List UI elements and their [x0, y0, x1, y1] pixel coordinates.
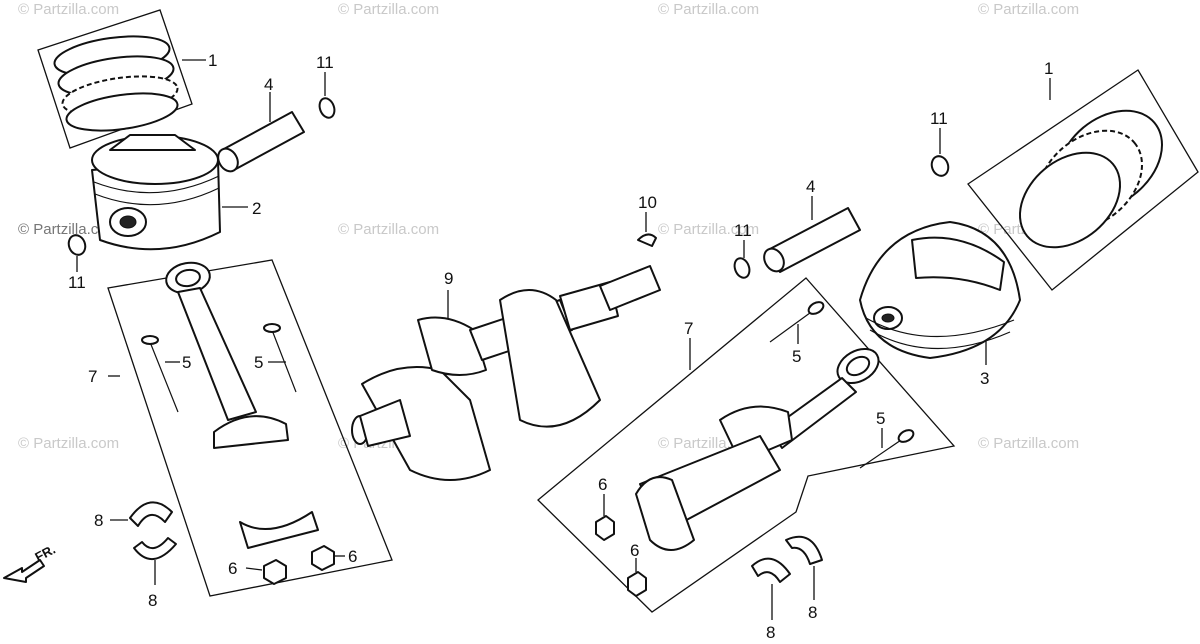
- rod-bolt-right-b[interactable]: [859, 428, 915, 469]
- callout-pin-right: 4: [806, 177, 815, 196]
- piston-ring-set-left[interactable]: [37, 9, 206, 149]
- bearing-left-b[interactable]: [133, 537, 177, 585]
- circlip-right-mid[interactable]: [732, 240, 752, 280]
- watermark: © Partzilla.com: [338, 221, 439, 238]
- piston-pin-right[interactable]: [760, 196, 861, 275]
- rod-nut-right-b[interactable]: [627, 558, 647, 597]
- watermark: © Partzilla.com: [658, 221, 759, 238]
- callout-clip-left-top: 11: [316, 53, 334, 72]
- rod-bolt-left-a[interactable]: [141, 335, 180, 413]
- callout-piston-right: 3: [980, 369, 989, 388]
- callout-clip-right-mid: 11: [734, 221, 752, 240]
- watermark: © Partzilla.com: [18, 435, 119, 452]
- callout-bearing-right-b: 8: [808, 603, 817, 622]
- callout-crankshaft: 9: [444, 269, 453, 288]
- circlip-left-top[interactable]: [317, 72, 337, 120]
- connecting-rod-right[interactable]: [537, 277, 956, 613]
- crankshaft[interactable]: [351, 265, 661, 481]
- woodruff-key[interactable]: [637, 212, 657, 247]
- callout-nut-right-b: 6: [630, 541, 639, 560]
- callout-clip-right-top: 11: [930, 109, 948, 128]
- callout-bolt-right-a: 5: [792, 347, 801, 366]
- callout-pin-left: 4: [264, 75, 273, 94]
- watermark: © Partzilla.com: [18, 221, 119, 238]
- callout-bearing-left-b: 8: [148, 591, 157, 610]
- front-label: FR.: [32, 542, 58, 565]
- callout-key: 10: [638, 193, 657, 212]
- watermark: © Partzilla.com: [978, 435, 1079, 452]
- bearing-left-a[interactable]: [110, 501, 173, 527]
- callout-nut-left-b: 6: [348, 547, 357, 566]
- bearing-right-b[interactable]: [785, 535, 823, 600]
- front-arrow-icon: FR.: [3, 542, 58, 583]
- callout-rod-right: 7: [684, 319, 693, 338]
- rod-nut-right-a[interactable]: [595, 494, 615, 541]
- bearing-right-a[interactable]: [751, 557, 791, 620]
- rod-nut-left-a[interactable]: [245, 559, 287, 585]
- circlip-left-bottom[interactable]: [66, 233, 88, 272]
- callout-ring-right: 1: [1044, 59, 1053, 78]
- callout-ring-left: 1: [208, 51, 217, 70]
- callout-bolt-left-b: 5: [254, 353, 263, 372]
- callout-bolt-left-a: 5: [182, 353, 191, 372]
- callout-bearing-left-a: 8: [94, 511, 103, 530]
- callout-piston-left: 2: [252, 199, 261, 218]
- watermark: © Partzilla.com: [18, 1, 119, 18]
- callout-clip-left-bottom: 11: [68, 273, 86, 292]
- circlip-right-top[interactable]: [929, 128, 951, 178]
- rod-bolt-left-b[interactable]: [263, 323, 297, 393]
- callout-labels: 1 2 4 11 11 7 5 5 6 6 8 8 9 10 11 4 11 1…: [68, 51, 1053, 642]
- watermark: © Partzilla.com: [338, 1, 439, 18]
- piston-right[interactable]: [859, 221, 1021, 365]
- piston-ring-set-right[interactable]: [967, 69, 1199, 291]
- rod-bolt-right-a[interactable]: [769, 300, 825, 344]
- watermark: © Partzilla.com: [978, 1, 1079, 18]
- callout-nut-right-a: 6: [598, 475, 607, 494]
- callout-bolt-right-b: 5: [876, 409, 885, 428]
- watermark: © Partzilla.com: [658, 1, 759, 18]
- connecting-rod-left[interactable]: [107, 259, 393, 597]
- rod-nut-left-b[interactable]: [311, 545, 345, 571]
- piston-pin-left[interactable]: [214, 92, 305, 175]
- callout-nut-left-a: 6: [228, 559, 237, 578]
- callout-bearing-right-a: 8: [766, 623, 775, 642]
- callout-rod-left: 7: [88, 367, 97, 386]
